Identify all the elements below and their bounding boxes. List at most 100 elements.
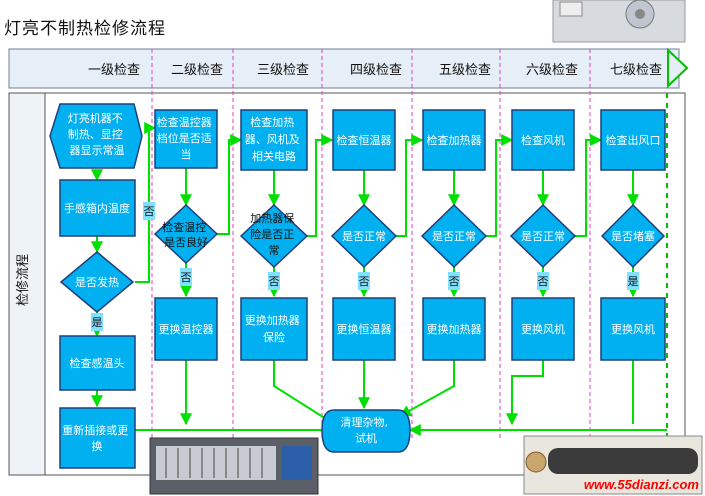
col3-replace-line-1: 更换加热器: [245, 313, 300, 327]
col1-heating-decision: 是否发热: [59, 251, 135, 313]
final-line-1: 清理杂物,: [341, 415, 389, 429]
col1-feel-temp-box: 手感箱内温度: [59, 179, 136, 237]
col3-decision-line-2: 险是否正: [250, 227, 294, 241]
heater-photo-left: [149, 437, 319, 495]
col2-check-box: 检查温控器 档位是否适 当: [154, 109, 218, 169]
column-header-5: 五级检查: [439, 63, 491, 78]
col7-check-box: 检查出风口: [600, 109, 666, 171]
col1-reinsert-line-1: 重新插接或更: [62, 423, 128, 437]
col5-check-label: 检查加热器: [427, 133, 482, 147]
col1-start-line-3: 器显示常温: [70, 144, 125, 157]
col3-check-line-3: 相关电路: [252, 149, 296, 163]
col2-no-tag: 否: [180, 268, 192, 286]
column-header-4: 四级检查: [350, 63, 402, 78]
col1-no-label: 否: [144, 205, 155, 218]
col5-no-label: 否: [449, 275, 460, 288]
col1-reinsert-line-2: 换: [92, 439, 103, 453]
col3-check-line-1: 检查加热: [250, 115, 294, 129]
col7-decision-label: 是否堵塞: [611, 229, 655, 243]
svg-text:灯亮机器不 制热、显控 器显示常温: 灯亮机器不 制热、显控 器显示常温: [68, 111, 127, 157]
col3-check-line-2: 器、风机及: [245, 132, 300, 146]
col1-yes-label: 是: [92, 316, 103, 329]
col1-feel-temp-label: 手感箱内温度: [64, 201, 130, 215]
col5-decision: 是否正常: [420, 203, 488, 269]
svg-text:加热器保 险是否正 常: 加热器保 险是否正 常: [250, 211, 298, 257]
col4-decision: 是否正常: [330, 203, 398, 269]
header-band: [8, 48, 680, 89]
column-header-1: 一级检查: [88, 63, 140, 78]
col4-replace-label: 更换恒温器: [337, 322, 392, 336]
watermark-text: www.55dianzi.com: [583, 477, 699, 492]
col2-check-line-1: 检查温控器: [157, 115, 212, 129]
swimlane-label-cell: [8, 92, 46, 476]
col5-replace-label: 更换加热器: [427, 322, 482, 336]
col2-check-line-3: 当: [181, 147, 192, 161]
col2-decision: 检查温控 是否良好: [153, 203, 219, 265]
col7-replace-label: 更换风机: [611, 322, 655, 336]
header-arrowhead: [667, 47, 689, 89]
final-line-2: 试机: [355, 431, 377, 445]
col5-decision-label: 是否正常: [432, 230, 476, 243]
column-header-3: 三级检查: [257, 63, 309, 78]
col6-replace-box: 更换风机: [511, 297, 575, 361]
col4-replace-box: 更换恒温器: [332, 297, 396, 361]
col1-yes-tag: 是: [91, 313, 103, 331]
connectors: [91, 122, 667, 436]
col3-decision-line-3: 常: [269, 244, 280, 257]
col1-start-line-1: 灯亮机器不: [68, 111, 123, 125]
col1-start-line-2: 制热、显控: [68, 127, 123, 141]
col7-replace-box: 更换风机: [600, 297, 666, 361]
col4-check-label: 检查恒温器: [337, 133, 392, 147]
final-node: 清理杂物, 试机: [321, 409, 411, 453]
col2-decision-line-2: 是否良好: [164, 235, 208, 249]
col7-decision: 是否堵塞: [600, 203, 666, 269]
col1-heating-question: 是否发热: [75, 275, 119, 289]
col3-decision-line-1: 加热器保: [250, 211, 294, 225]
page-title: 灯亮不制热检修流程: [4, 19, 166, 39]
col6-no-label: 否: [538, 275, 549, 288]
col6-check-label: 检查风机: [521, 133, 565, 147]
col5-check-box: 检查加热器: [422, 109, 486, 171]
col1-start-node: 灯亮机器不 制热、显控 器显示常温: [49, 103, 143, 169]
col7-yes-tag: 是: [627, 272, 639, 290]
col3-replace-line-2: 保险: [263, 330, 285, 344]
col3-no-label: 否: [269, 275, 280, 288]
col4-no-tag: 否: [358, 272, 370, 290]
column-header-2: 二级检查: [171, 63, 223, 78]
column-header-7: 七级检查: [610, 63, 662, 78]
col6-decision-label: 是否正常: [521, 230, 565, 243]
col1-check-sensor-label: 检查感温头: [70, 356, 125, 370]
column-header-6: 六级检查: [526, 63, 578, 78]
svg-text:重新插接或更 换: 重新插接或更 换: [62, 423, 132, 453]
col1-reinsert-box: 重新插接或更 换: [59, 407, 136, 469]
col7-check-label: 检查出风口: [606, 133, 661, 147]
svg-text:检查温控 是否良好: 检查温控 是否良好: [162, 220, 210, 249]
col3-decision: 加热器保 险是否正 常: [239, 203, 309, 269]
col3-check-box: 检查加热 器、风机及 相关电路: [240, 109, 308, 171]
swimlane-label: 检修流程: [16, 254, 31, 306]
col2-no-label: 否: [181, 271, 192, 284]
col2-decision-line-1: 检查温控: [162, 220, 206, 234]
col6-check-box: 检查风机: [511, 109, 575, 171]
col2-replace-label: 更换温控器: [159, 322, 214, 336]
col4-no-label: 否: [359, 275, 370, 288]
col5-replace-box: 更换加热器: [422, 297, 486, 361]
svg-text:清理杂物, 试机: 清理杂物, 试机: [341, 415, 392, 445]
col7-yes-label: 是: [628, 275, 639, 288]
fan-heater-photo-right: [523, 435, 703, 495]
svg-text:检查温控器 档位是否适 当: 检查温控器 档位是否适 当: [157, 115, 216, 161]
thermostat-photo: [552, 0, 686, 43]
col4-decision-label: 是否正常: [342, 230, 386, 243]
svg-text:更换加热器 保险: 更换加热器 保险: [245, 313, 304, 344]
col1-no-tag: 否: [143, 202, 155, 220]
col6-decision: 是否正常: [509, 203, 577, 269]
col2-replace-box: 更换温控器: [154, 297, 218, 361]
col3-no-tag: 否: [268, 272, 280, 290]
col1-check-sensor-box: 检查感温头: [59, 335, 136, 391]
col2-check-line-2: 档位是否适: [157, 131, 212, 145]
column-dividers: [151, 49, 591, 440]
col5-no-tag: 否: [448, 272, 460, 290]
col3-replace-box: 更换加热器 保险: [240, 297, 308, 361]
col6-no-tag: 否: [537, 272, 549, 290]
